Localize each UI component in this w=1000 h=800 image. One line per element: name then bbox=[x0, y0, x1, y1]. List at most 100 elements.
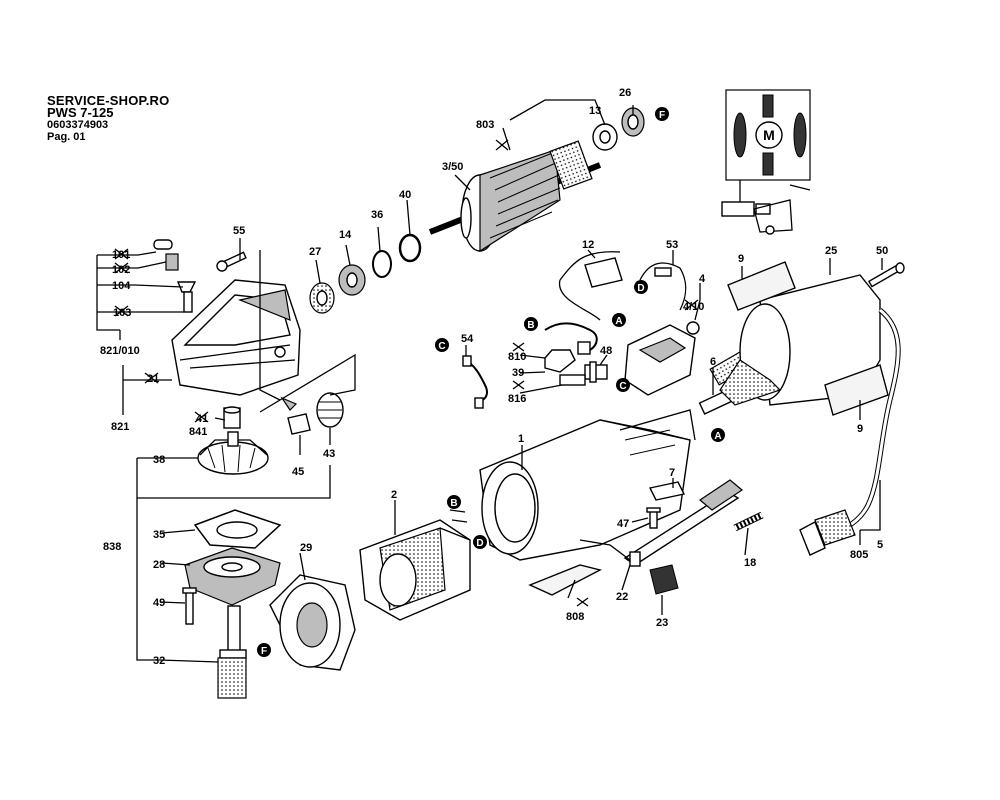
label-28: 28 bbox=[153, 559, 165, 571]
label-21: 21 bbox=[147, 373, 159, 385]
label-9-top: 9 bbox=[738, 253, 744, 265]
clamp-7 bbox=[648, 481, 686, 501]
part-labels: 803 13 26 3/50 40 36 14 27 55 101 102 10… bbox=[100, 87, 888, 667]
label-55: 55 bbox=[233, 225, 245, 237]
svg-text:B: B bbox=[450, 498, 457, 509]
marker-b-stator: B bbox=[447, 495, 461, 509]
label-48: 48 bbox=[600, 345, 612, 357]
marker-b-top: B bbox=[524, 317, 538, 331]
label-1: 1 bbox=[518, 433, 524, 445]
label-50: 50 bbox=[876, 245, 888, 257]
label-816: 816 bbox=[508, 393, 526, 405]
label-103: 103 bbox=[113, 307, 131, 319]
label-803: 803 bbox=[476, 119, 494, 131]
svg-text:D: D bbox=[637, 283, 644, 294]
screw-48 bbox=[589, 361, 597, 383]
label-45: 45 bbox=[292, 466, 304, 478]
marker-c-switch: C bbox=[616, 378, 630, 392]
label-12: 12 bbox=[582, 239, 594, 251]
label-13: 13 bbox=[589, 105, 601, 117]
bearing-13 bbox=[592, 123, 618, 151]
label-838: 838 bbox=[103, 541, 121, 553]
motor-cover-25 bbox=[719, 274, 881, 406]
header-block: SERVICE-SHOP.RO PWS 7-125 0603374903 Pag… bbox=[47, 93, 170, 143]
label-6: 6 bbox=[710, 356, 716, 368]
label-7: 7 bbox=[669, 467, 675, 479]
pinion-43 bbox=[316, 392, 344, 428]
gasket-35 bbox=[193, 509, 282, 549]
svg-text:C: C bbox=[438, 341, 445, 352]
label-53: 53 bbox=[666, 239, 678, 251]
model-name: PWS 7-125 bbox=[47, 105, 114, 120]
label-9-bottom bbox=[824, 364, 889, 416]
connection-markers: F B D A C C A B D F bbox=[257, 107, 725, 657]
switch-rod-22 bbox=[623, 479, 744, 567]
wire-b bbox=[544, 322, 598, 355]
discontinued-marks bbox=[114, 139, 699, 607]
svg-text:B: B bbox=[527, 320, 534, 331]
label-2: 2 bbox=[391, 489, 397, 501]
label-841: 841 bbox=[189, 426, 207, 438]
spring-18 bbox=[733, 511, 764, 532]
label-49: 49 bbox=[153, 597, 165, 609]
label-54: 54 bbox=[461, 333, 474, 345]
nut-27 bbox=[309, 282, 335, 314]
label-47: 47 bbox=[617, 518, 629, 530]
label-43: 43 bbox=[323, 448, 335, 460]
motor-symbol-label: M bbox=[763, 127, 775, 143]
bushing-41 bbox=[223, 406, 241, 429]
armature-part bbox=[428, 140, 602, 253]
label-26: 26 bbox=[619, 87, 631, 99]
label-821: 821 bbox=[111, 421, 129, 433]
marker-f-top: F bbox=[655, 107, 669, 121]
label-23: 23 bbox=[656, 617, 668, 629]
label-104: 104 bbox=[112, 280, 131, 292]
marker-d-stator: D bbox=[473, 535, 487, 549]
slide-button-23 bbox=[649, 564, 679, 595]
label-14: 14 bbox=[339, 229, 352, 241]
capacitor-12 bbox=[559, 251, 623, 321]
connector-53 bbox=[639, 262, 687, 311]
label-4: 4 bbox=[699, 273, 706, 285]
svg-text:A: A bbox=[714, 431, 721, 442]
leader-lines bbox=[96, 99, 883, 663]
bevel-gear-38 bbox=[197, 431, 269, 475]
bearing-flange-28 bbox=[184, 547, 281, 606]
marker-d-top: D bbox=[634, 280, 648, 294]
screw-47 bbox=[646, 507, 661, 529]
power-cord-5 bbox=[799, 308, 901, 556]
label-3-50: 3/50 bbox=[442, 161, 463, 173]
shop-name: SERVICE-SHOP.RO bbox=[47, 93, 170, 108]
label-41: 41 bbox=[196, 413, 208, 425]
fan-housing-29 bbox=[269, 574, 356, 671]
label-4-10: 4/10 bbox=[683, 301, 704, 313]
spindle-32 bbox=[217, 605, 247, 699]
label-9-bottom: 9 bbox=[857, 423, 863, 435]
label-39: 39 bbox=[512, 367, 524, 379]
label-821-010: 821/010 bbox=[100, 345, 140, 357]
marker-f-fan: F bbox=[257, 643, 271, 657]
label-29: 29 bbox=[300, 542, 312, 554]
svg-text:F: F bbox=[659, 110, 665, 121]
spindle-lock-parts bbox=[153, 239, 197, 313]
marker-c-wire: C bbox=[435, 338, 449, 352]
switch-assembly-4 bbox=[584, 321, 700, 396]
label-27: 27 bbox=[309, 246, 321, 258]
page-number: Pag. 01 bbox=[47, 131, 86, 143]
screw-55 bbox=[216, 251, 247, 272]
motor-housing-1 bbox=[479, 409, 696, 561]
label-32: 32 bbox=[153, 655, 165, 667]
label-35: 35 bbox=[153, 529, 165, 541]
marker-a-switch: A bbox=[612, 313, 626, 327]
washer-36 bbox=[372, 250, 392, 278]
svg-text:F: F bbox=[261, 646, 267, 657]
wiring-schematic: M bbox=[721, 89, 811, 235]
label-40: 40 bbox=[399, 189, 411, 201]
part-code: 0603374903 bbox=[47, 119, 109, 131]
label-808: 808 bbox=[566, 611, 584, 623]
screw-50 bbox=[867, 262, 905, 288]
label-810: 810 bbox=[508, 351, 526, 363]
screw-49 bbox=[182, 587, 197, 625]
svg-text:C: C bbox=[619, 381, 626, 392]
